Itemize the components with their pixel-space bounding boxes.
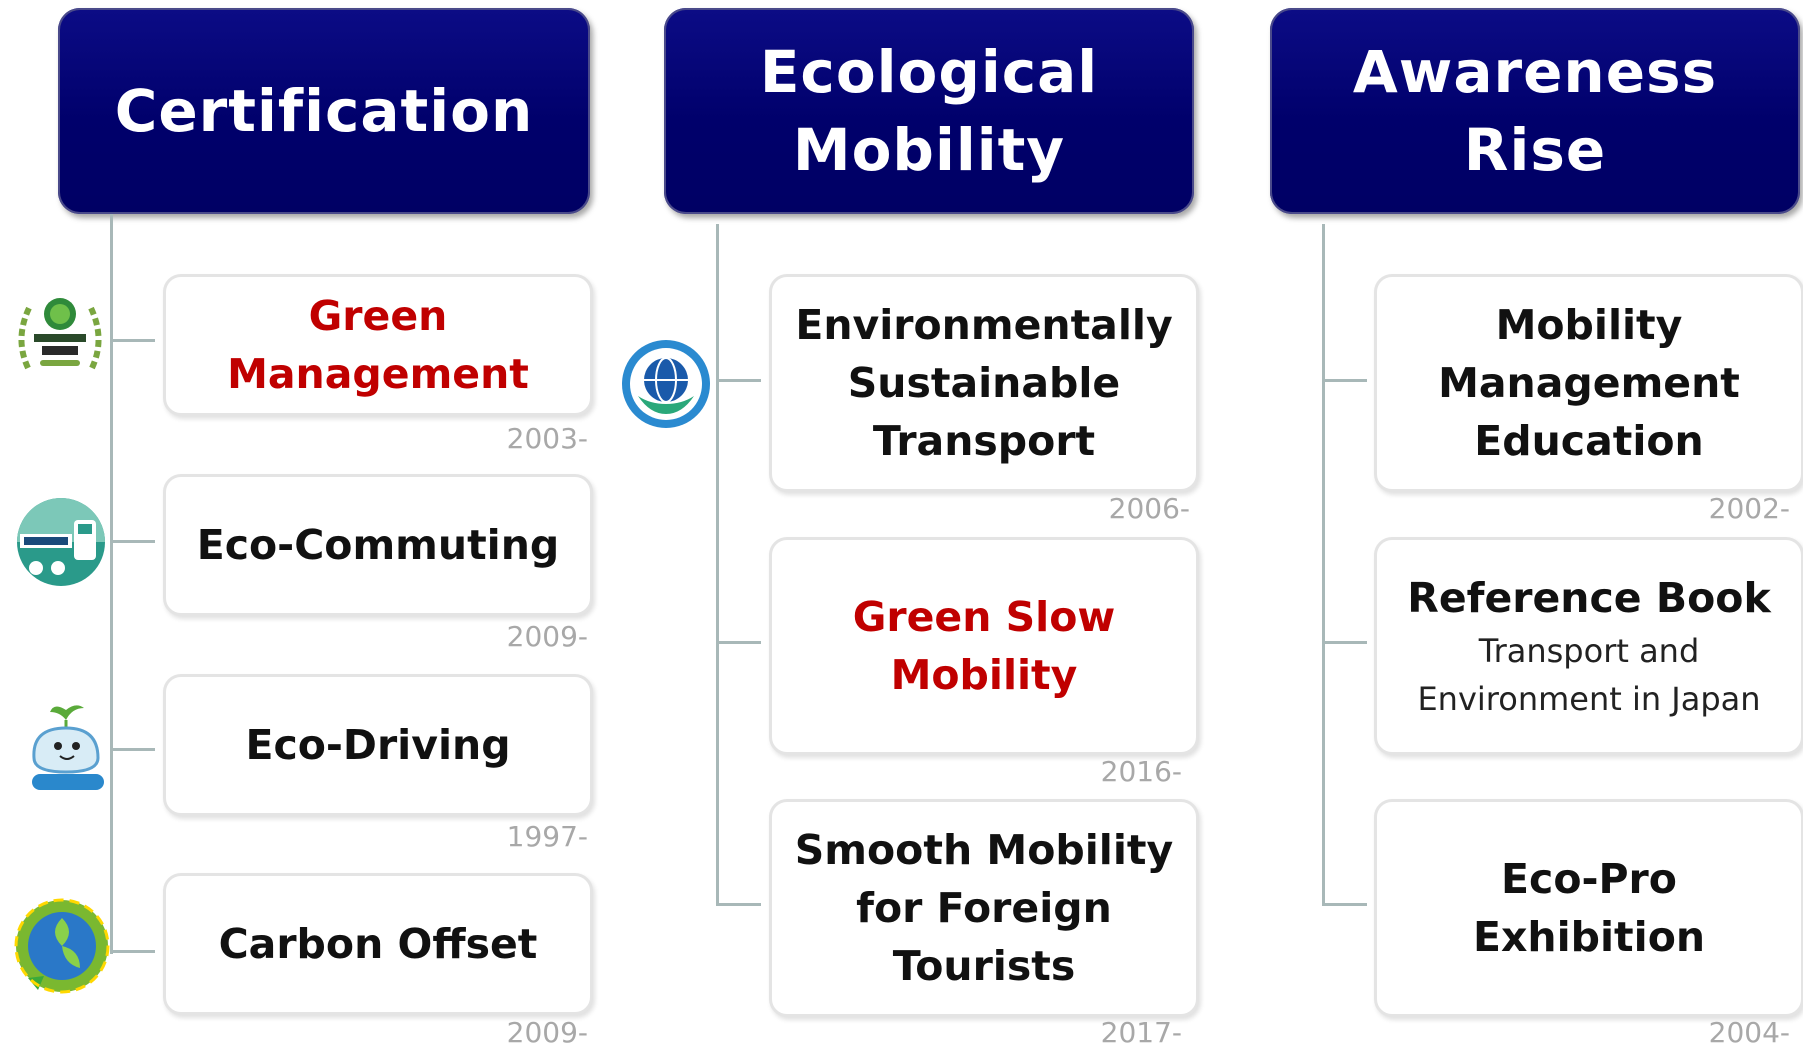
carbon-offset-logo-icon	[14, 898, 110, 994]
card-eco-driving: Eco-Driving	[163, 674, 593, 816]
eco-driving-mascot-icon	[32, 705, 104, 790]
card-title: Reference Book	[1407, 574, 1771, 622]
connector-branch	[1322, 641, 1367, 644]
card-mobility-management-education: Mobility Management Education	[1374, 274, 1803, 492]
card-carbon-offset: Carbon Offset	[163, 873, 593, 1015]
connector-branch	[110, 540, 155, 543]
connector-branch	[1322, 379, 1367, 382]
connector-branch	[110, 950, 155, 953]
connector-trunk	[716, 224, 719, 906]
card-eco-commuting: Eco-Commuting	[163, 474, 593, 616]
year-label: 2006-	[1108, 492, 1190, 525]
header-ecological-mobility: Ecological Mobility	[664, 8, 1194, 214]
card-green-slow-mobility: Green Slow Mobility	[769, 537, 1199, 755]
connector-branch	[110, 748, 155, 751]
card-title: Carbon Offset	[218, 920, 538, 968]
connector-branch	[716, 641, 761, 644]
connector-branch	[1322, 903, 1367, 906]
connector-branch	[110, 339, 155, 342]
year-label: 2016-	[1100, 755, 1182, 788]
eco-commuting-logo-icon	[17, 498, 105, 586]
card-title: Green Slow Mobility	[852, 593, 1116, 699]
year-label: 2004-	[1708, 1016, 1790, 1049]
card-title: Eco-Driving	[245, 721, 511, 769]
year-label: 2009-	[506, 1016, 588, 1049]
connector-trunk	[110, 214, 113, 954]
card-smooth-mobility: Smooth Mobility for Foreign Tourists	[769, 799, 1199, 1017]
globe-in-hands-icon	[622, 340, 710, 428]
year-label: 2017-	[1100, 1016, 1182, 1049]
header-awareness-rise: Awareness Rise	[1270, 8, 1800, 214]
card-title: Mobility Management Education	[1438, 301, 1740, 465]
card-title: Environmentally Sustainable Transport	[795, 301, 1173, 465]
card-reference-book: Reference Book Transport and Environment…	[1374, 537, 1803, 755]
green-management-certification-logo-icon	[18, 298, 102, 370]
card-eco-pro-exhibition: Eco-Pro Exhibition	[1374, 799, 1803, 1017]
connector-branch	[716, 903, 761, 906]
year-label: 2009-	[506, 620, 588, 653]
connector-branch	[716, 379, 761, 382]
card-environmentally-sustainable-transport: Environmentally Sustainable Transport	[769, 274, 1199, 492]
year-label: 1997-	[506, 820, 588, 853]
header-certification: Certification	[58, 8, 590, 214]
year-label: 2002-	[1708, 492, 1790, 525]
card-title: Eco-Commuting	[196, 521, 560, 569]
card-green-management: Green Management	[163, 274, 593, 416]
year-label: 2003-	[506, 422, 588, 455]
card-title: Smooth Mobility for Foreign Tourists	[794, 826, 1174, 990]
connector-trunk	[1322, 224, 1325, 906]
card-title: Eco-Pro Exhibition	[1472, 855, 1706, 961]
card-subtitle: Transport and Environment in Japan	[1417, 632, 1761, 718]
card-title: Green Management	[227, 292, 529, 398]
